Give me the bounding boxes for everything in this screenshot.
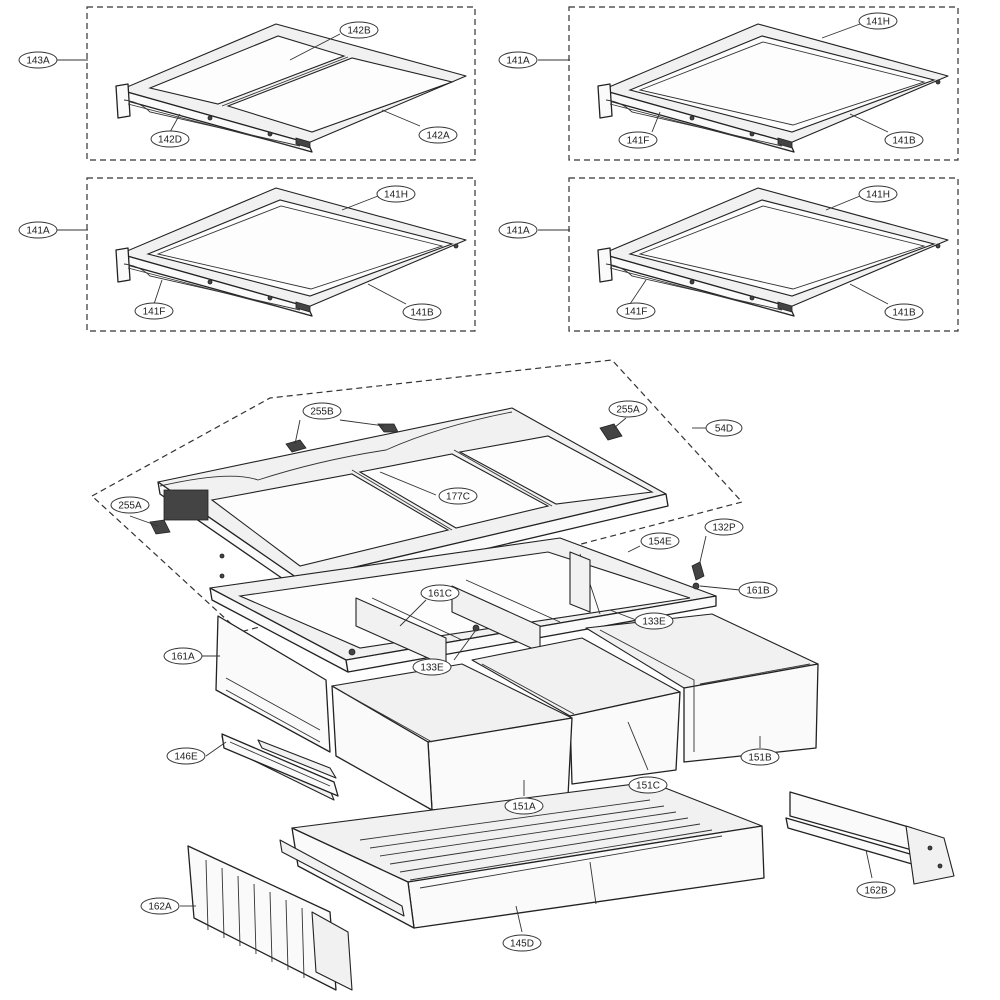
crisper-cover-177C bbox=[157, 407, 669, 593]
svg-text:132P: 132P bbox=[712, 523, 736, 534]
svg-text:141H: 141H bbox=[866, 17, 890, 28]
callout-141A-top-right: 141A bbox=[498, 51, 538, 69]
leader-lines bbox=[57, 23, 889, 933]
svg-text:54D: 54D bbox=[715, 424, 733, 435]
callout-255B: 255B bbox=[302, 402, 342, 420]
callout-161B: 161B bbox=[738, 581, 778, 599]
shelf-assembly-141A-mid-left bbox=[86, 177, 476, 332]
screw-133E bbox=[472, 624, 480, 632]
group-outline-54D bbox=[90, 359, 744, 633]
svg-text:141B: 141B bbox=[892, 136, 916, 147]
callout-255A-left: 255A bbox=[110, 496, 150, 514]
callout-143A: 143A bbox=[18, 51, 58, 69]
callout-151C: 151C bbox=[628, 776, 668, 794]
callout-142A: 142A bbox=[418, 126, 458, 144]
callout-141B-mid-right: 141B bbox=[884, 303, 924, 321]
callout-162A: 162A bbox=[140, 897, 180, 915]
svg-text:142D: 142D bbox=[158, 135, 182, 146]
svg-text:141F: 141F bbox=[625, 307, 648, 318]
callout-54D: 54D bbox=[705, 419, 743, 437]
svg-text:162B: 162B bbox=[864, 886, 888, 897]
clip-255B-left bbox=[285, 439, 307, 453]
callout-151A: 151A bbox=[504, 797, 544, 815]
callout-255A-right: 255A bbox=[608, 400, 648, 418]
svg-text:141F: 141F bbox=[627, 136, 650, 147]
callout-132P: 132P bbox=[704, 518, 744, 536]
callout-141B-mid-left: 141B bbox=[402, 303, 442, 321]
svg-text:151C: 151C bbox=[636, 781, 660, 792]
callout-bubbles: 143A 142B 142D 142A 141A 141H 141F 141B … bbox=[18, 12, 924, 952]
callout-141B-top-right: 141B bbox=[884, 131, 924, 149]
svg-text:133E: 133E bbox=[420, 663, 444, 674]
glass-panel-142B bbox=[148, 35, 346, 105]
clip-255A-left bbox=[149, 519, 171, 535]
glass-panel-142A bbox=[226, 57, 454, 133]
svg-text:141B: 141B bbox=[410, 308, 434, 319]
svg-text:161A: 161A bbox=[171, 652, 195, 663]
svg-text:141B: 141B bbox=[892, 308, 916, 319]
shelf-assembly-141A-mid-right bbox=[568, 177, 959, 332]
callout-141H-mid-left: 141H bbox=[376, 185, 416, 203]
svg-text:141H: 141H bbox=[384, 190, 408, 201]
shelf-assembly-141A-top-right bbox=[568, 6, 959, 161]
drawer-bin-151A bbox=[331, 663, 573, 811]
callout-142B: 142B bbox=[339, 21, 379, 39]
slide-rail-162A bbox=[187, 845, 353, 991]
svg-text:141H: 141H bbox=[866, 190, 890, 201]
svg-text:141A: 141A bbox=[506, 56, 530, 67]
callout-141F-mid-right: 141F bbox=[616, 302, 656, 320]
svg-text:142A: 142A bbox=[426, 131, 450, 142]
svg-text:142B: 142B bbox=[347, 26, 371, 37]
callout-146E: 146E bbox=[166, 747, 206, 765]
svg-text:151B: 151B bbox=[748, 753, 772, 764]
svg-text:141A: 141A bbox=[26, 226, 50, 237]
svg-text:162A: 162A bbox=[148, 902, 172, 913]
svg-text:145D: 145D bbox=[510, 939, 534, 950]
callout-161C: 161C bbox=[420, 584, 460, 602]
callout-162B: 162B bbox=[856, 881, 896, 899]
drawer-divider-161C bbox=[355, 551, 591, 667]
callout-177C: 177C bbox=[438, 487, 478, 505]
callout-145D: 145D bbox=[502, 934, 542, 952]
callout-141F-top-right: 141F bbox=[618, 131, 658, 149]
svg-text:141A: 141A bbox=[506, 226, 530, 237]
svg-text:146E: 146E bbox=[174, 752, 198, 763]
svg-text:154E: 154E bbox=[648, 537, 672, 548]
callout-161A: 161A bbox=[163, 647, 203, 665]
svg-text:177C: 177C bbox=[446, 492, 470, 503]
callout-133E-right: 133E bbox=[634, 612, 674, 630]
group-box-141A-mid-left bbox=[86, 177, 476, 332]
group-box-141A-mid-right bbox=[568, 177, 959, 332]
callout-141A-mid-right: 141A bbox=[498, 221, 538, 239]
svg-text:141F: 141F bbox=[143, 307, 166, 318]
part-132P bbox=[691, 561, 705, 581]
callout-141A-mid-left: 141A bbox=[18, 221, 58, 239]
callout-141F-mid-left: 141F bbox=[134, 302, 174, 320]
screw-133E-right bbox=[692, 582, 700, 590]
callout-151B: 151B bbox=[740, 748, 780, 766]
crisper-assembly bbox=[90, 359, 955, 991]
group-box-143A bbox=[86, 6, 476, 161]
svg-text:133E: 133E bbox=[642, 617, 666, 628]
svg-text:151A: 151A bbox=[512, 802, 536, 813]
svg-text:161C: 161C bbox=[428, 589, 452, 600]
bottom-drawer-145D bbox=[279, 781, 765, 929]
group-box-141A-top-right bbox=[568, 6, 959, 161]
callout-133E-left: 133E bbox=[412, 658, 452, 676]
callout-142D: 142D bbox=[150, 130, 190, 148]
clip-255A-right bbox=[599, 423, 623, 441]
svg-text:255B: 255B bbox=[310, 407, 334, 418]
drawer-bin-151C bbox=[471, 637, 681, 785]
callout-141H-mid-right: 141H bbox=[858, 185, 898, 203]
svg-text:143A: 143A bbox=[26, 56, 50, 67]
callout-154E: 154E bbox=[640, 532, 680, 550]
svg-text:161B: 161B bbox=[746, 586, 770, 597]
shelf-assembly-143A bbox=[86, 6, 476, 161]
slide-rail-162B bbox=[785, 791, 955, 885]
svg-text:255A: 255A bbox=[616, 405, 640, 416]
callout-141H-top-right: 141H bbox=[858, 12, 898, 30]
svg-text:255A: 255A bbox=[118, 501, 142, 512]
